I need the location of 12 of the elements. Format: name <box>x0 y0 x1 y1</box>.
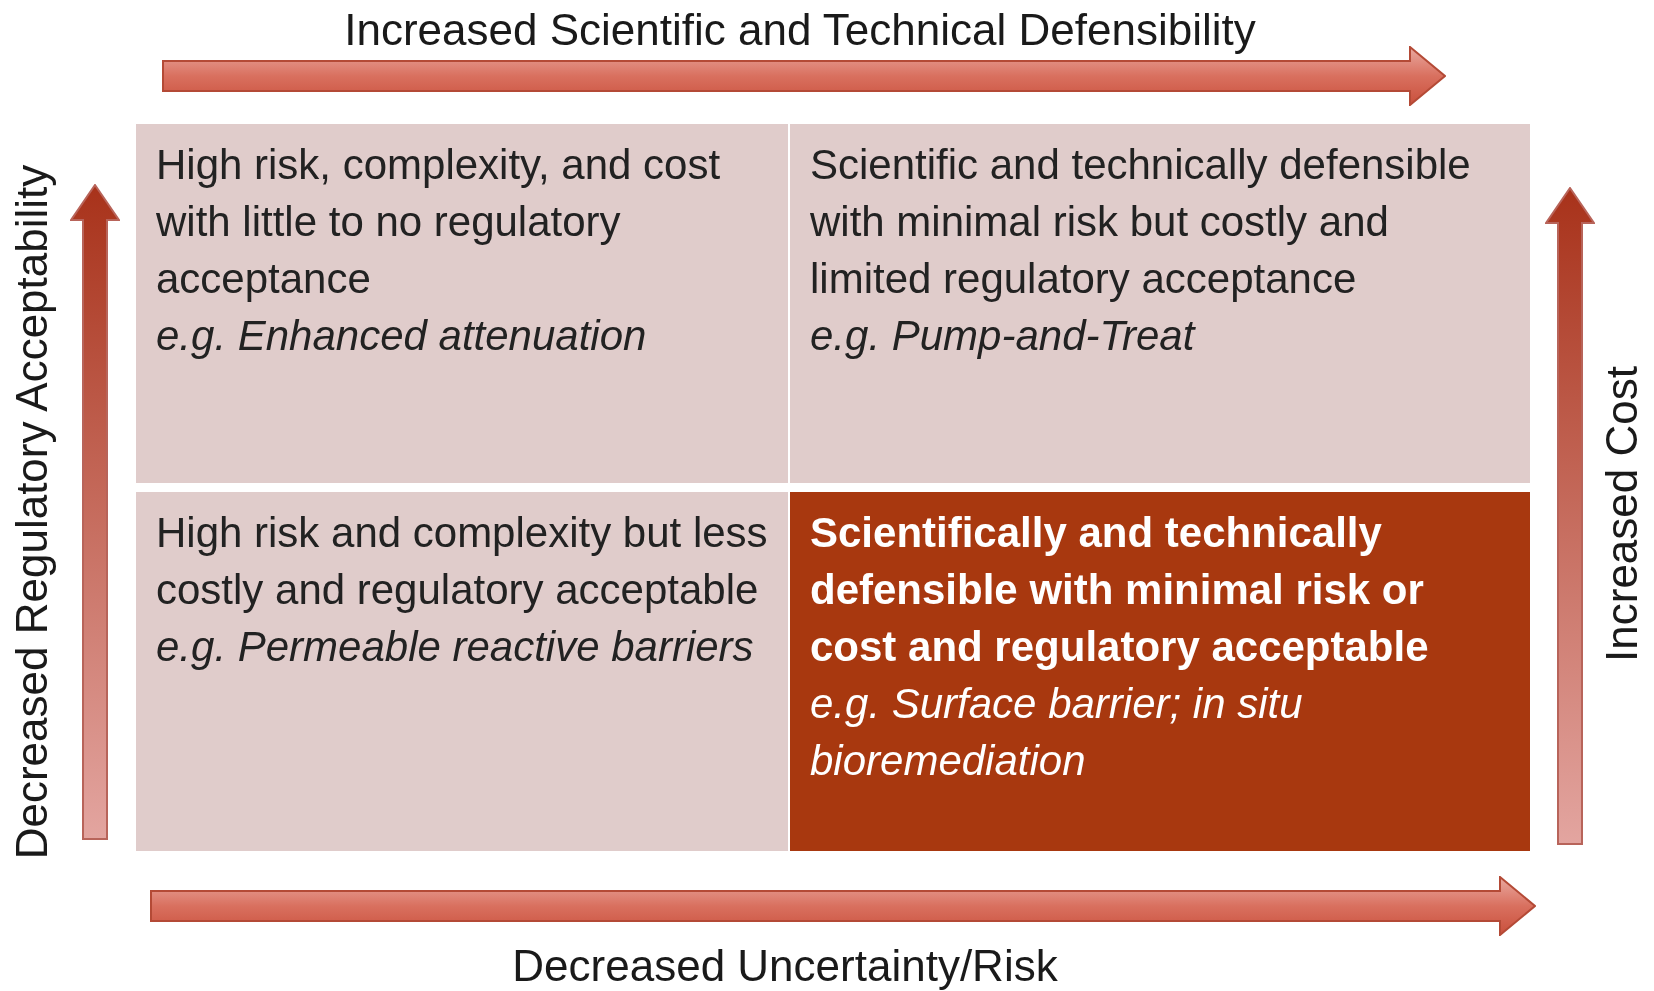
axis-label: Decreased Uncertainty/Risk <box>512 941 1058 990</box>
quadrant <box>136 124 788 483</box>
example-text: e.g. Pump-and-Treat <box>810 311 1197 361</box>
highlighted-quadrant <box>790 492 1530 851</box>
axis-label: Increased Scientific and Technical Defensibility <box>344 5 1256 54</box>
example-text: e.g. Enhanced attenuation <box>156 311 648 361</box>
quadrant <box>136 492 788 851</box>
example-text: e.g. Permeable reactive barriers <box>156 622 755 672</box>
axis-label: Decreased Regulatory Acceptability <box>7 164 56 860</box>
quadrant-description: Scientifically and technically defensible with minimal risk or cost and regulatory acceptable e.g. Surface barrier; in situ bioremediation <box>810 508 1430 786</box>
quadrant <box>790 124 1530 483</box>
axis-label: Increased Cost <box>1597 366 1646 662</box>
